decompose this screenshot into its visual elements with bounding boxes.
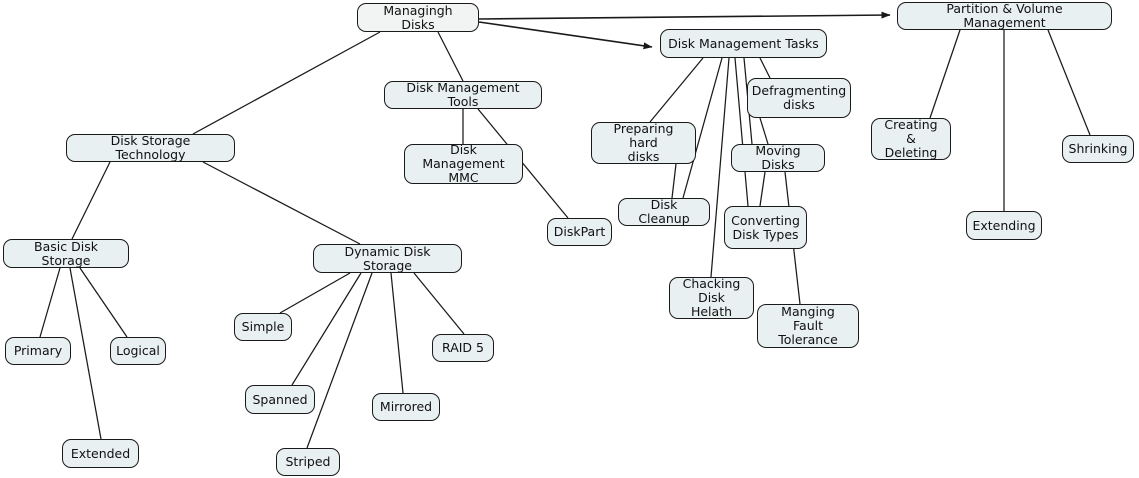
node-mirrored[interactable]: Mirrored: [372, 393, 440, 421]
edge-dynamic-to-raid5: [413, 272, 465, 335]
edge-managing_disks-to-tasks: [478, 21, 653, 50]
edge-partition_volume-to-shrinking: [1047, 29, 1091, 136]
edge-tasks-to-cleanup: [682, 57, 723, 199]
node-basic[interactable]: Basic Disk Storage: [3, 239, 129, 268]
node-logical[interactable]: Logical: [110, 337, 166, 365]
edge-defrag-to-moving: [759, 117, 769, 145]
node-raid5[interactable]: RAID 5: [432, 334, 494, 362]
node-partition_volume[interactable]: Partition & Volume Management: [897, 2, 1112, 30]
edge-tasks-to-checking: [710, 57, 730, 278]
node-defrag[interactable]: Defragmenting disks: [747, 78, 851, 118]
edge-moving-to-converting: [759, 171, 766, 207]
node-extending[interactable]: Extending: [966, 211, 1042, 240]
node-mmc[interactable]: Disk Management MMC: [404, 143, 523, 185]
node-cleanup[interactable]: Disk Cleanup: [618, 198, 710, 226]
edge-managing_disks-to-partition_volume: [478, 11, 891, 20]
node-simple[interactable]: Simple: [234, 313, 292, 341]
node-managing_disks[interactable]: Managingh Disks: [357, 3, 479, 32]
edge-dynamic-to-mirrored: [390, 272, 404, 394]
edge-basic-to-extended: [69, 267, 102, 440]
edge-tasks-to-defrag: [759, 57, 771, 79]
edge-dynamic-to-simple: [279, 272, 351, 314]
node-extended[interactable]: Extended: [62, 439, 139, 468]
node-fault[interactable]: Manging Fault Tolerance: [757, 304, 859, 348]
node-dynamic[interactable]: Dynamic Disk Storage: [313, 244, 462, 273]
node-tools[interactable]: Disk Management Tools: [384, 81, 542, 109]
node-converting[interactable]: Converting Disk Types: [724, 206, 807, 249]
edge-storage_tech-to-dynamic: [202, 161, 361, 245]
edge-dynamic-to-spanned: [291, 272, 362, 386]
node-creating[interactable]: Creating & Deleting: [871, 118, 951, 160]
edge-basic-to-logical: [79, 267, 128, 338]
edge-tasks-to-preparing: [649, 57, 704, 123]
edge-dynamic-to-striped: [306, 272, 373, 449]
node-moving[interactable]: Moving Disks: [731, 144, 825, 172]
edge-storage_tech-to-basic: [71, 161, 111, 240]
node-shrinking[interactable]: Shrinking: [1062, 135, 1134, 163]
node-spanned[interactable]: Spanned: [245, 385, 315, 414]
edge-partition_volume-to-creating: [929, 29, 961, 119]
node-preparing[interactable]: Preparing hard disks: [591, 122, 696, 164]
edge-managing_disks-to-storage_tech: [192, 31, 381, 135]
node-primary[interactable]: Primary: [5, 337, 71, 365]
edge-managing_disks-to-tools: [437, 31, 464, 82]
edge-tools-to-diskpart: [477, 108, 569, 219]
node-storage_tech[interactable]: Disk Storage Technology: [66, 134, 235, 162]
node-diskpart[interactable]: DiskPart: [547, 218, 612, 246]
edge-tasks-to-converting: [734, 57, 749, 207]
node-striped[interactable]: Striped: [276, 448, 340, 476]
node-tasks[interactable]: Disk Management Tasks: [660, 29, 827, 58]
edge-preparing-to-cleanup: [671, 163, 677, 199]
node-checking[interactable]: Chacking Disk Helath: [669, 277, 754, 319]
edge-basic-to-primary: [39, 267, 61, 338]
